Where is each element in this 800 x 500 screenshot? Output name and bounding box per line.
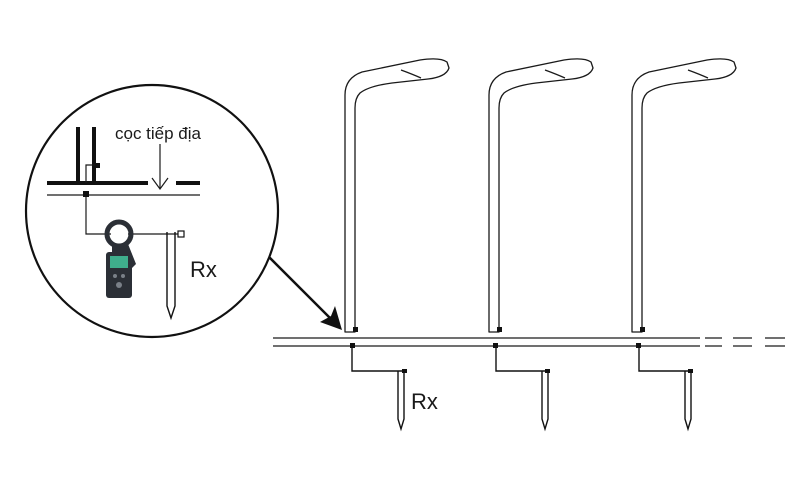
inset-circle	[24, 83, 280, 339]
lamp-pole-3	[631, 58, 737, 333]
ground-rod-3	[636, 343, 693, 432]
lamp-pole-2	[488, 58, 594, 333]
label-rx-main: Rx	[411, 389, 438, 414]
ground-rod-2	[493, 343, 550, 432]
label-ground-rod: cọc tiếp địa	[115, 124, 201, 143]
label-rx-inset: Rx	[190, 257, 217, 282]
ground-conductor	[273, 337, 785, 347]
clamp-earth-tester-icon	[104, 219, 136, 298]
lamp-pole-1	[344, 58, 450, 333]
ground-rod-1	[350, 343, 407, 432]
